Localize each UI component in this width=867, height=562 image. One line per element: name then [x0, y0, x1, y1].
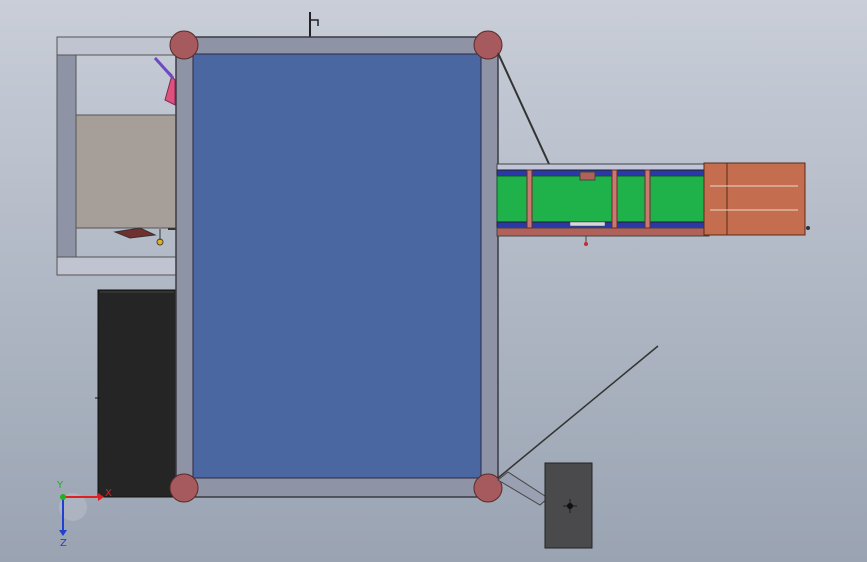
- conveyor-sensor-strip: [569, 221, 606, 227]
- conveyor-crossbar-3: [644, 169, 651, 229]
- cabinet-body: [97, 289, 177, 498]
- end-unit-bolt: [806, 226, 810, 230]
- end-unit-body: [703, 162, 806, 236]
- main-frame[interactable]: [175, 36, 499, 498]
- coordinate-triad: X Y Z: [56, 480, 112, 549]
- conveyor-clamp: [579, 171, 596, 181]
- conveyor-top-rail: [496, 163, 710, 171]
- corner-post-bottom-left: [169, 473, 199, 503]
- z-axis-label: Z: [60, 538, 67, 549]
- lower-diagonal-arm: [497, 345, 659, 479]
- mount-plate[interactable]: [544, 462, 593, 549]
- corner-post-bottom-right: [473, 473, 503, 503]
- conveyor-indicator: [584, 242, 588, 246]
- conveyor-assembly[interactable]: [496, 163, 710, 246]
- corner-post-top-left: [169, 30, 199, 60]
- aux-frame-bottom-rail: [56, 256, 178, 276]
- aux-frame-left-post: [56, 54, 77, 258]
- handle-hook: [310, 19, 319, 26]
- main-panel[interactable]: [192, 53, 482, 479]
- y-axis-marker: [60, 494, 66, 500]
- left-auxiliary-frame[interactable]: [56, 36, 178, 276]
- x-axis-arrowhead: [98, 493, 104, 501]
- purple-arm: [153, 56, 175, 80]
- conveyor-crossbar-2: [611, 169, 618, 229]
- corner-post-top-right: [473, 30, 503, 60]
- conveyor-bottom-rail: [496, 227, 710, 237]
- conveyor-support-brace: [497, 52, 550, 165]
- small-fixture: [113, 227, 157, 239]
- x-axis-label: X: [105, 488, 112, 499]
- aux-frame-top-rail: [56, 36, 178, 56]
- y-axis-label: Y: [56, 480, 64, 491]
- mount-arm: [497, 471, 549, 506]
- conveyor-end-unit[interactable]: [703, 162, 810, 236]
- z-axis-arrowhead: [59, 530, 67, 536]
- pink-bracket: [154, 57, 176, 106]
- conveyor-crossbar-1: [526, 169, 533, 229]
- aux-box: [75, 114, 177, 229]
- triad-sphere: [59, 493, 87, 521]
- black-cabinet[interactable]: [95, 289, 177, 498]
